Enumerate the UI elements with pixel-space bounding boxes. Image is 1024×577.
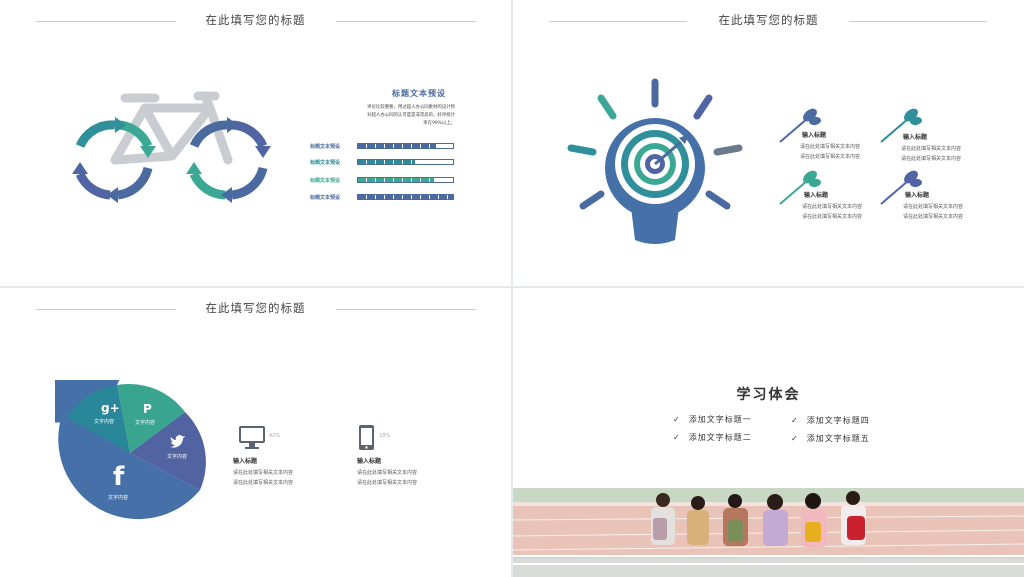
section-heading: 标题文本预设 <box>392 89 446 98</box>
dart-icon <box>779 170 821 205</box>
item-title: 输入标题 <box>905 192 930 199</box>
checklist-text: 添加文字标题一 <box>688 415 752 424</box>
item-line: 请在此处填写相关文本内容 <box>800 144 861 150</box>
intro-paragraph: 评论比较重要，用过超人办公同素材的设计师 对超人办公同的认可度是非常高的，好评统… <box>345 104 455 128</box>
progress-fill <box>358 178 434 182</box>
item-line: 请在此处填写相关文本内容 <box>901 146 962 152</box>
twitter-icon-shape <box>170 435 185 448</box>
item-title: 输入标题 <box>804 192 829 199</box>
checklist-item: ✓ 添加文字标题五 <box>791 433 870 444</box>
slide-title: 在此填写您的标题 <box>718 13 819 27</box>
device-text: 请在此处填写相关文本内容 请在此处填写相关文本内容 <box>357 468 417 488</box>
progress-label: 标题文本预设 <box>310 178 341 184</box>
check-icon: ✓ <box>673 433 681 442</box>
title-line-left <box>36 21 176 22</box>
slide-lightbulb[interactable]: 在此填写您的标题 输入标题 请在此处 <box>513 0 1024 286</box>
pie-slice-facebook-outer <box>58 415 201 520</box>
pie-slice-twitter <box>130 412 206 490</box>
slide-title-row: 在此填写您的标题 <box>513 12 1024 28</box>
lightbulb-target-icon <box>567 78 743 244</box>
slide-title-row: 在此填写您的标题 <box>0 300 511 316</box>
progress-label: 标题文本预设 <box>310 144 341 150</box>
device-text: 请在此处填写相关文本内容 请在此处填写相关文本内容 <box>233 468 293 488</box>
progress-bar <box>357 177 454 183</box>
slide-title: 在此填写您的标题 <box>205 13 306 27</box>
item-line: 请在此处填写相关文本内容 <box>903 204 964 210</box>
item-text: 请在此处填写相关文本内容 请在此处填写相关文本内容 <box>802 202 862 222</box>
item-title: 输入标题 <box>903 134 928 141</box>
check-icon: ✓ <box>791 434 799 443</box>
pie-label: 文字内容 <box>94 419 115 425</box>
checklist-item: ✓ 添加文字标题一 <box>673 414 752 425</box>
title-line-right <box>849 21 987 22</box>
check-icon: ✓ <box>673 415 681 424</box>
pinterest-icon: P <box>143 402 152 416</box>
item-text: 请在此处填写相关文本内容 请在此处填写相关文本内容 <box>901 144 961 164</box>
paragraph-line: 评论比较重要，用过超人办公同素材的设计师 <box>367 105 455 110</box>
item-title: 输入标题 <box>802 132 827 139</box>
checklist-item: ✓ 添加文字标题四 <box>791 415 870 426</box>
checklist-text: 添加文字标题四 <box>806 416 870 425</box>
progress-fill <box>358 144 436 148</box>
slide-study-summary[interactable]: 学习体会 ✓ 添加文字标题一 ✓ 添加文字标题二 ✓ 添加文字标题四 ✓ 添加文字标题五 <box>513 288 1024 577</box>
google-plus-icon: g+ <box>101 401 120 415</box>
checklist-item: ✓ 添加文字标题二 <box>673 432 752 443</box>
dart-icon <box>779 108 821 143</box>
item-line: 请在此处填写相关文本内容 <box>802 204 863 210</box>
checklist-text: 添加文字标题五 <box>806 434 870 443</box>
pie-label: 文字内容 <box>135 420 156 426</box>
paragraph-line: 对超人办公同的认可度是非常高的，好评统计 <box>367 113 455 118</box>
slide-title-row: 在此填写您的标题 <box>0 12 511 28</box>
item-text: 请在此处填写相关文本内容 请在此处填写相关文本内容 <box>800 142 860 162</box>
item-text: 请在此处填写相关文本内容 请在此处填写相关文本内容 <box>903 202 963 222</box>
students-photo <box>513 488 1024 577</box>
device-line: 请在此处填写相关文本内容 <box>357 480 418 486</box>
item-line: 请在此处填写相关文本内容 <box>901 156 962 162</box>
slide-title: 在此填写您的标题 <box>205 301 306 315</box>
item-line: 请在此处填写相关文本内容 <box>802 214 863 220</box>
progress-fill <box>358 160 415 164</box>
device-title: 输入标题 <box>233 458 258 465</box>
slide-bicycle[interactable]: 在此填写您的标题 <box>0 0 511 286</box>
social-pie-chart <box>55 380 206 520</box>
title-line-right <box>336 309 476 310</box>
facebook-icon: f <box>113 462 125 492</box>
device-line: 请在此处填写相关文本内容 <box>233 470 294 476</box>
device-percent: 18% <box>379 433 391 439</box>
progress-bar <box>357 143 454 149</box>
pie-label: 文字内容 <box>108 495 129 501</box>
title-line-right <box>336 21 476 22</box>
progress-bar <box>357 159 454 165</box>
device-line: 请在此处填写相关文本内容 <box>357 470 418 476</box>
progress-bar <box>357 194 454 200</box>
progress-fill <box>358 195 453 199</box>
title-line-left <box>549 21 687 22</box>
monitor-icon <box>239 426 265 449</box>
item-line: 请在此处填写相关文本内容 <box>800 154 861 160</box>
pie-slice-pinterest <box>117 383 185 453</box>
phone-icon <box>359 425 374 450</box>
dart-icon <box>880 170 922 205</box>
pie-slice-google-plus <box>64 385 130 453</box>
paragraph-line: 率在99%以上。 <box>423 121 455 126</box>
check-icon: ✓ <box>791 416 799 425</box>
progress-label: 标题文本预设 <box>310 160 341 166</box>
progress-label: 标题文本预设 <box>310 195 341 201</box>
device-percent: 42% <box>269 433 281 439</box>
item-line: 请在此处填写相关文本内容 <box>903 214 964 220</box>
dart-icon <box>880 108 922 143</box>
title-line-left <box>36 309 176 310</box>
pie-label: 文字内容 <box>167 454 188 460</box>
bicycle-icon <box>72 91 271 203</box>
slide-social[interactable]: 在此填写您的标题 g+ 文字内容 P 文字内容 🐦 文字内容 f 文字内容 42… <box>0 288 511 577</box>
slide-title: 学习体会 <box>736 387 801 403</box>
device-title: 输入标题 <box>357 458 382 465</box>
checklist-text: 添加文字标题二 <box>688 433 752 442</box>
device-line: 请在此处填写相关文本内容 <box>233 480 294 486</box>
